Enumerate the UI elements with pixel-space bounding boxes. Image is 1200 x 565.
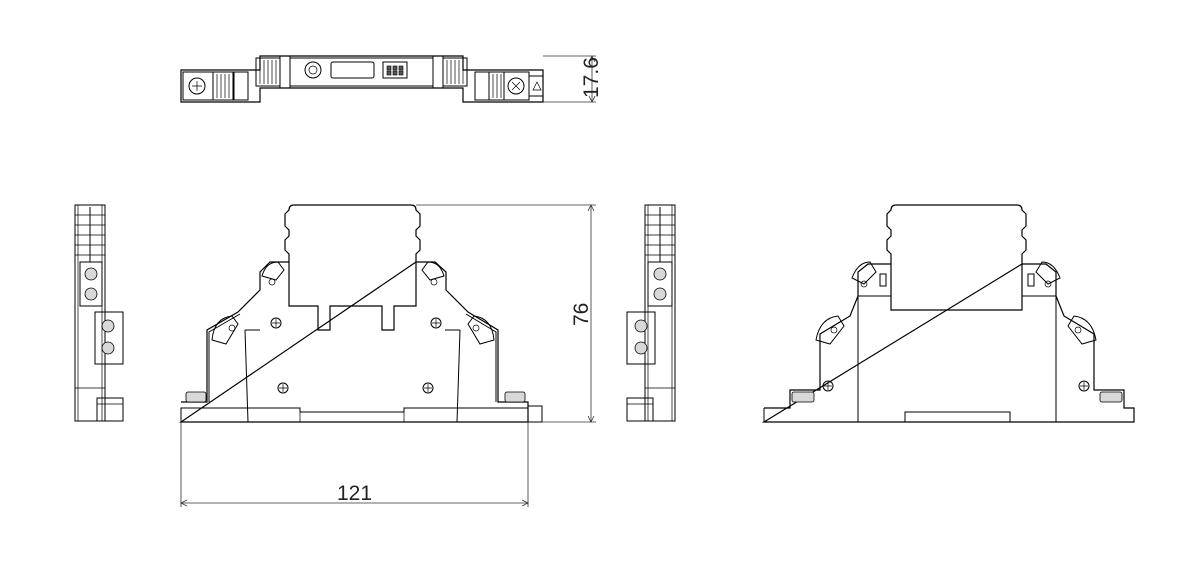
front-view bbox=[179, 204, 596, 507]
top-view bbox=[180, 55, 596, 103]
side-view-right bbox=[626, 204, 676, 422]
dim-height-front-view: 76 bbox=[570, 303, 593, 326]
front-view-right bbox=[761, 204, 1135, 423]
dim-height-top-view: 17.6 bbox=[580, 57, 603, 98]
side-view-left bbox=[74, 204, 124, 422]
dim-width-front-view: 121 bbox=[337, 482, 372, 505]
